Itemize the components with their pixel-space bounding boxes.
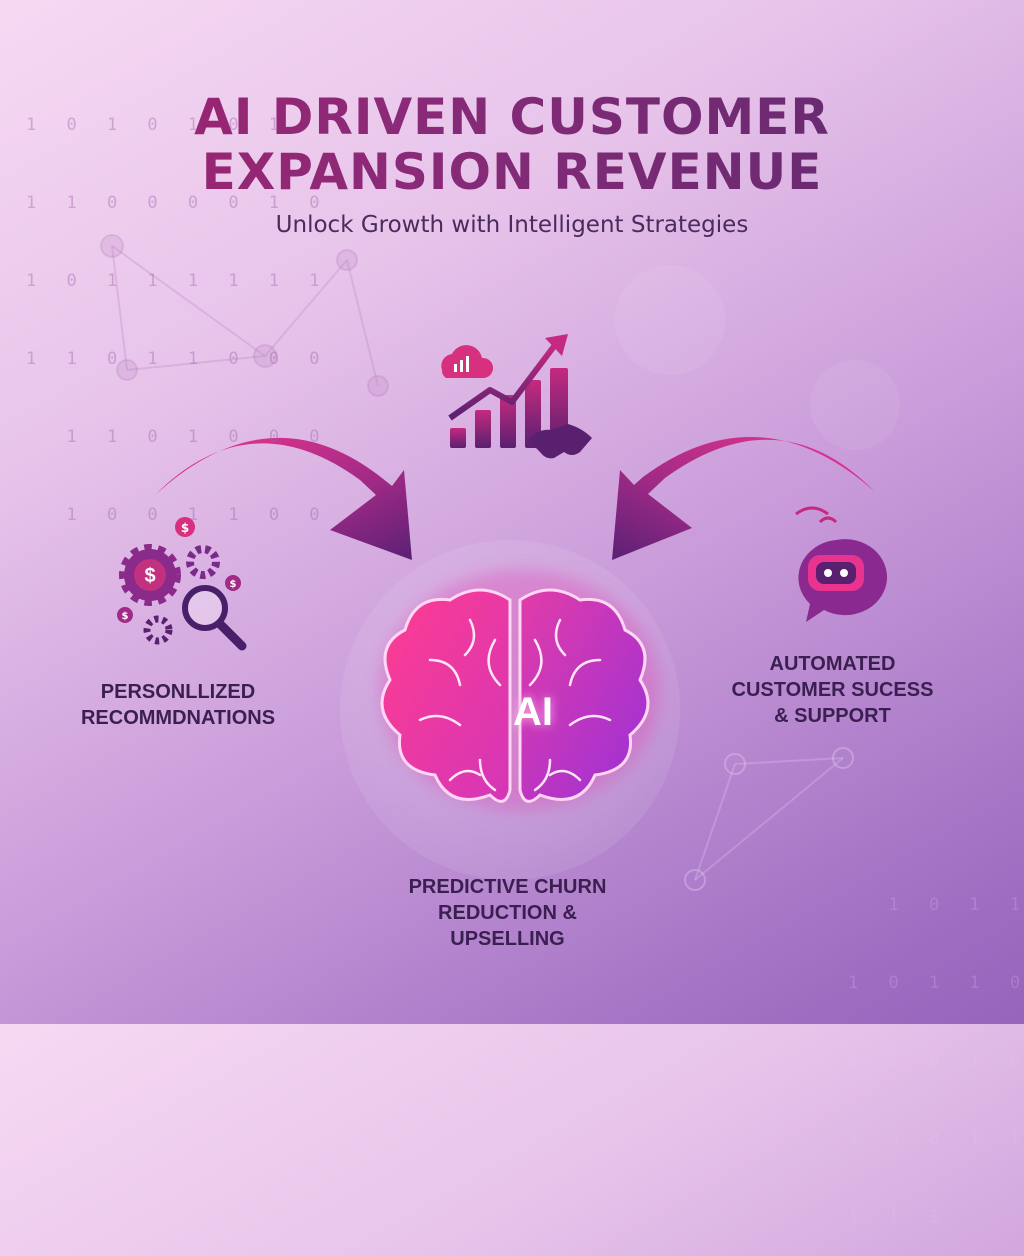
binary-row: 1 0 1 1 1 1 1 1 [26, 271, 330, 291]
network-lines [100, 234, 854, 891]
binary-row: 1 1 0 1 1 0 0 0 [26, 349, 330, 369]
decor-wave [820, 860, 1024, 1024]
label-line: AUTOMATED [769, 653, 896, 675]
brain-icon [380, 570, 660, 810]
svg-text:$: $ [122, 611, 129, 622]
label-line: CUSTOMER SUCESS [731, 679, 934, 701]
gears-dollar-magnifier-icon: $ $ $ $ [117, 517, 247, 651]
binary-row: 1 0 1 1 0 1 1 [848, 973, 1020, 993]
svg-text:$: $ [181, 521, 189, 535]
binary-row: 1 0 0 1 1 [848, 1129, 1024, 1149]
binary-row: 0 1 0 1 0 1 0 [848, 1051, 1020, 1071]
binary-row: 1 1 0 0 0 0 1 0 [26, 193, 330, 213]
right-curved-arrow [612, 436, 875, 560]
binary-row: 1 1 1 [848, 1207, 950, 1227]
title-line-2: EXPANSION REVENUE [0, 143, 1024, 201]
robot-chat-bubble-icon [795, 506, 888, 622]
growth-chart-cloud-handshake-icon [441, 334, 592, 459]
binary-decoration-bottom-right: 1 0 1 1 1 1 0 1 1 0 1 1 0 1 0 1 0 1 0 1 … [848, 840, 1024, 1256]
label-line: RECOMMDNATIONS [80, 707, 276, 729]
title-line-1: AI DRIVEN CUSTOMER [0, 88, 1024, 146]
binary-row: 1 0 1 0 1 0 1 [26, 115, 290, 135]
brain-ai-text: AI [513, 690, 553, 734]
right-label: AUTOMATED CUSTOMER SUCESS & SUPPORT [710, 651, 955, 729]
decor-circle [615, 265, 725, 375]
subtitle: Unlock Growth with Intelligent Strategie… [275, 212, 749, 238]
label-line: & SUPPORT [774, 705, 891, 727]
binary-decoration-top-left: 1 0 1 0 1 0 1 1 1 0 0 0 0 1 0 1 0 1 1 1 … [26, 60, 330, 554]
decor-circle [810, 360, 900, 450]
svg-text:$: $ [144, 565, 155, 587]
background-decoration: $ $ $ $ [100, 234, 1024, 1024]
label-line: REDUCTION & [438, 902, 577, 924]
label-line: UPSELLING [450, 928, 565, 950]
center-label: PREDICTIVE CHURN REDUCTION & UPSELLING [385, 874, 630, 952]
binary-row: 1 0 0 1 1 0 0 [26, 505, 330, 525]
left-label: PERSONLLIZED RECOMMDNATIONS [58, 679, 298, 731]
label-line: PERSONLLIZED [100, 681, 256, 703]
binary-row: 1 1 0 1 0 0 0 [26, 427, 330, 447]
left-curved-arrow [155, 437, 412, 560]
label-line: PREDICTIVE CHURN [408, 876, 607, 898]
svg-text:$: $ [230, 579, 237, 590]
binary-row: 1 0 1 1 1 [888, 895, 1020, 915]
